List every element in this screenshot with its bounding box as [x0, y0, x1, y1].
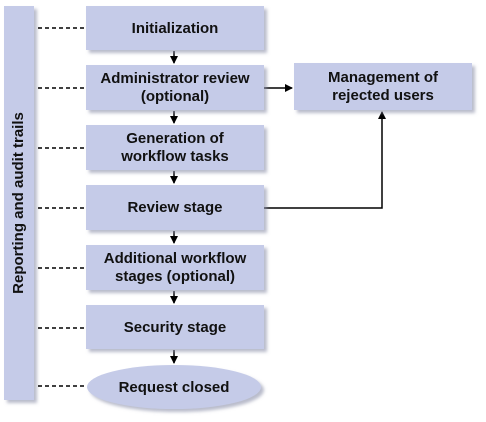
step-box	[86, 125, 264, 170]
management-rejected-users: Management of rejected users	[294, 63, 472, 110]
side-panel-box	[4, 6, 34, 400]
step-box	[86, 65, 264, 110]
dashed-connectors	[38, 27, 86, 387]
step-initialization: Initialization	[86, 6, 264, 50]
step-security-stage: Security stage	[86, 305, 264, 349]
step-label: Initialization	[132, 20, 219, 37]
step-box	[86, 6, 264, 50]
step-request-closed: Request closed	[87, 365, 261, 409]
management-box	[294, 63, 472, 110]
step-label: Review stage	[127, 199, 222, 216]
step-label-line1: Administrator review	[100, 70, 250, 87]
step-admin-review: Administrator review (optional)	[86, 65, 264, 110]
step-ellipse	[87, 365, 261, 409]
step-additional-stages: Additional workflow stages (optional)	[86, 245, 264, 290]
side-panel-label: Reporting and audit trails	[10, 112, 27, 294]
step-box	[86, 185, 264, 230]
step-label-line2: workflow tasks	[120, 148, 229, 165]
management-label-line1: Management of	[328, 69, 439, 86]
review-to-management-arrow	[264, 111, 386, 209]
step-label: Security stage	[124, 319, 227, 336]
step-label-line2: (optional)	[141, 88, 209, 105]
step-generation: Generation of workflow tasks	[86, 125, 264, 170]
step-label-line1: Additional workflow	[104, 250, 247, 267]
step-label-line2: stages (optional)	[115, 268, 235, 285]
management-label-line2: rejected users	[332, 87, 434, 104]
step-box	[86, 245, 264, 290]
step-review-stage: Review stage	[86, 185, 264, 230]
management-arrows	[264, 84, 386, 209]
step-label: Request closed	[119, 379, 230, 396]
step-box	[86, 305, 264, 349]
step-label-line1: Generation of	[126, 130, 225, 147]
side-panel: Reporting and audit trails	[4, 6, 34, 400]
